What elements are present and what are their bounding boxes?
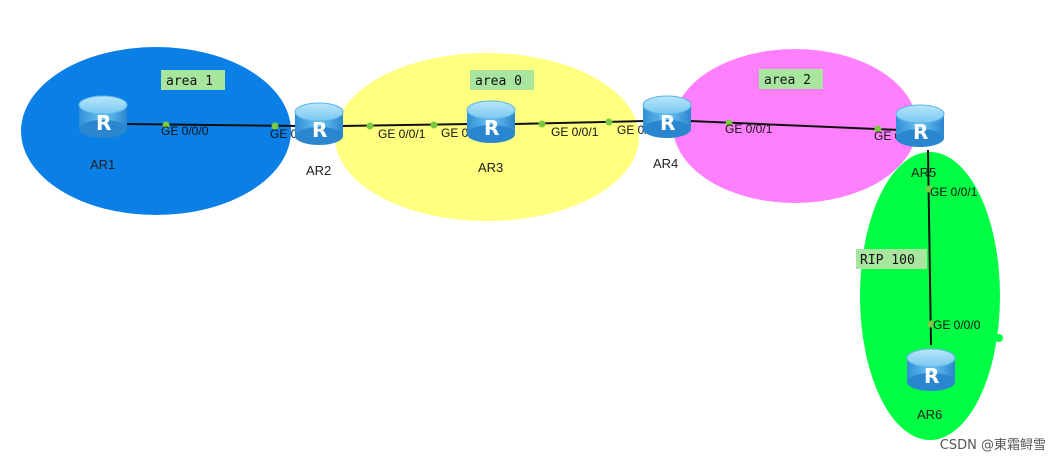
link-ar4-ar5[interactable] <box>689 120 901 131</box>
port-dot-ar3-ge000[interactable] <box>430 121 438 129</box>
router-label-ar3: AR3 <box>478 160 503 175</box>
link-ar5-ar6[interactable] <box>927 149 932 346</box>
router-glyph: R <box>660 111 675 135</box>
area-0-label: area 0 <box>475 74 522 89</box>
router-ar4[interactable]: R <box>642 95 692 138</box>
router-glyph: R <box>913 120 928 144</box>
port-label-ar3-ge001: GE 0/0/1 <box>551 125 599 139</box>
area-1-label: area 1 <box>166 74 213 89</box>
port-dot-ar4-ge001[interactable] <box>725 119 733 127</box>
router-ar3[interactable]: R <box>466 100 516 143</box>
port-label-ar5-ge001: GE 0/0/1 <box>930 185 978 199</box>
router-ar5[interactable]: R <box>895 104 945 147</box>
router-glyph: R <box>96 111 111 135</box>
rip-label-box <box>856 249 927 269</box>
port-dot-ar3-ge001[interactable] <box>538 120 546 128</box>
area-2-label: area 2 <box>764 73 811 88</box>
port-label-ar6-ge000: GE 0/0/0 <box>933 318 981 332</box>
links <box>124 120 932 346</box>
watermark-text: CSDN @東霜鲟雪 <box>940 437 1046 453</box>
port-dot-ar2-ge001[interactable] <box>366 122 374 130</box>
router-label-ar6: AR6 <box>917 407 942 422</box>
area-1-region <box>21 47 291 215</box>
router-glyph: R <box>484 116 499 140</box>
area-0-label-box <box>470 70 534 90</box>
router-label-ar2: AR2 <box>306 163 331 178</box>
router-ar2[interactable]: R <box>294 102 344 145</box>
port-dots <box>162 118 935 328</box>
link-ar2-ar3[interactable] <box>339 123 471 127</box>
port-dot-ar5-ge000[interactable] <box>874 125 882 133</box>
router-glyph: R <box>312 118 327 142</box>
router-ar1[interactable]: R <box>78 95 128 138</box>
router-bottom <box>79 120 127 138</box>
router-bottom <box>896 129 944 147</box>
router-top <box>466 100 516 120</box>
router-bottom <box>295 127 343 145</box>
area-2-label-box <box>759 69 823 89</box>
rip-region-edge-dot <box>995 334 1003 342</box>
port-dot-ar2-ge000[interactable] <box>271 122 279 130</box>
port-dot-ar1-ge000[interactable] <box>162 121 170 129</box>
router-bottom <box>643 120 691 138</box>
router-ar6[interactable]: R <box>906 348 956 391</box>
router-glyph: R <box>924 364 939 388</box>
router-label-ar1: AR1 <box>90 157 115 172</box>
port-labels: GE 0/0/0 GE 0/0/0 GE 0/0/1 GE 0/0/0 GE 0… <box>161 122 981 332</box>
port-dot-ar4-ge000[interactable] <box>605 118 613 126</box>
area-1-label-box <box>161 70 225 90</box>
router-label-ar5: AR5 <box>911 165 936 180</box>
router-top <box>294 102 344 122</box>
link-ar3-ar4[interactable] <box>514 120 646 125</box>
router-bottom <box>907 373 955 391</box>
router-label-ar4: AR4 <box>653 156 678 171</box>
rip-label: RIP 100 <box>860 253 915 268</box>
area-labels: area 1 area 0 area 2 RIP 100 <box>161 69 927 269</box>
port-label-ar1-ge000: GE 0/0/0 <box>161 124 209 138</box>
port-label-ar4-ge001: GE 0/0/1 <box>725 122 773 136</box>
port-dot-ar6-ge000[interactable] <box>927 320 935 328</box>
port-label-ar2-ge001: GE 0/0/1 <box>378 127 426 141</box>
router-top <box>895 104 945 124</box>
link-ar1-ar2[interactable] <box>124 123 301 127</box>
router-bottom <box>467 125 515 143</box>
router-top <box>906 348 956 368</box>
router-top <box>78 95 128 115</box>
port-dot-ar5-ge001[interactable] <box>925 185 933 193</box>
router-top <box>642 95 692 115</box>
